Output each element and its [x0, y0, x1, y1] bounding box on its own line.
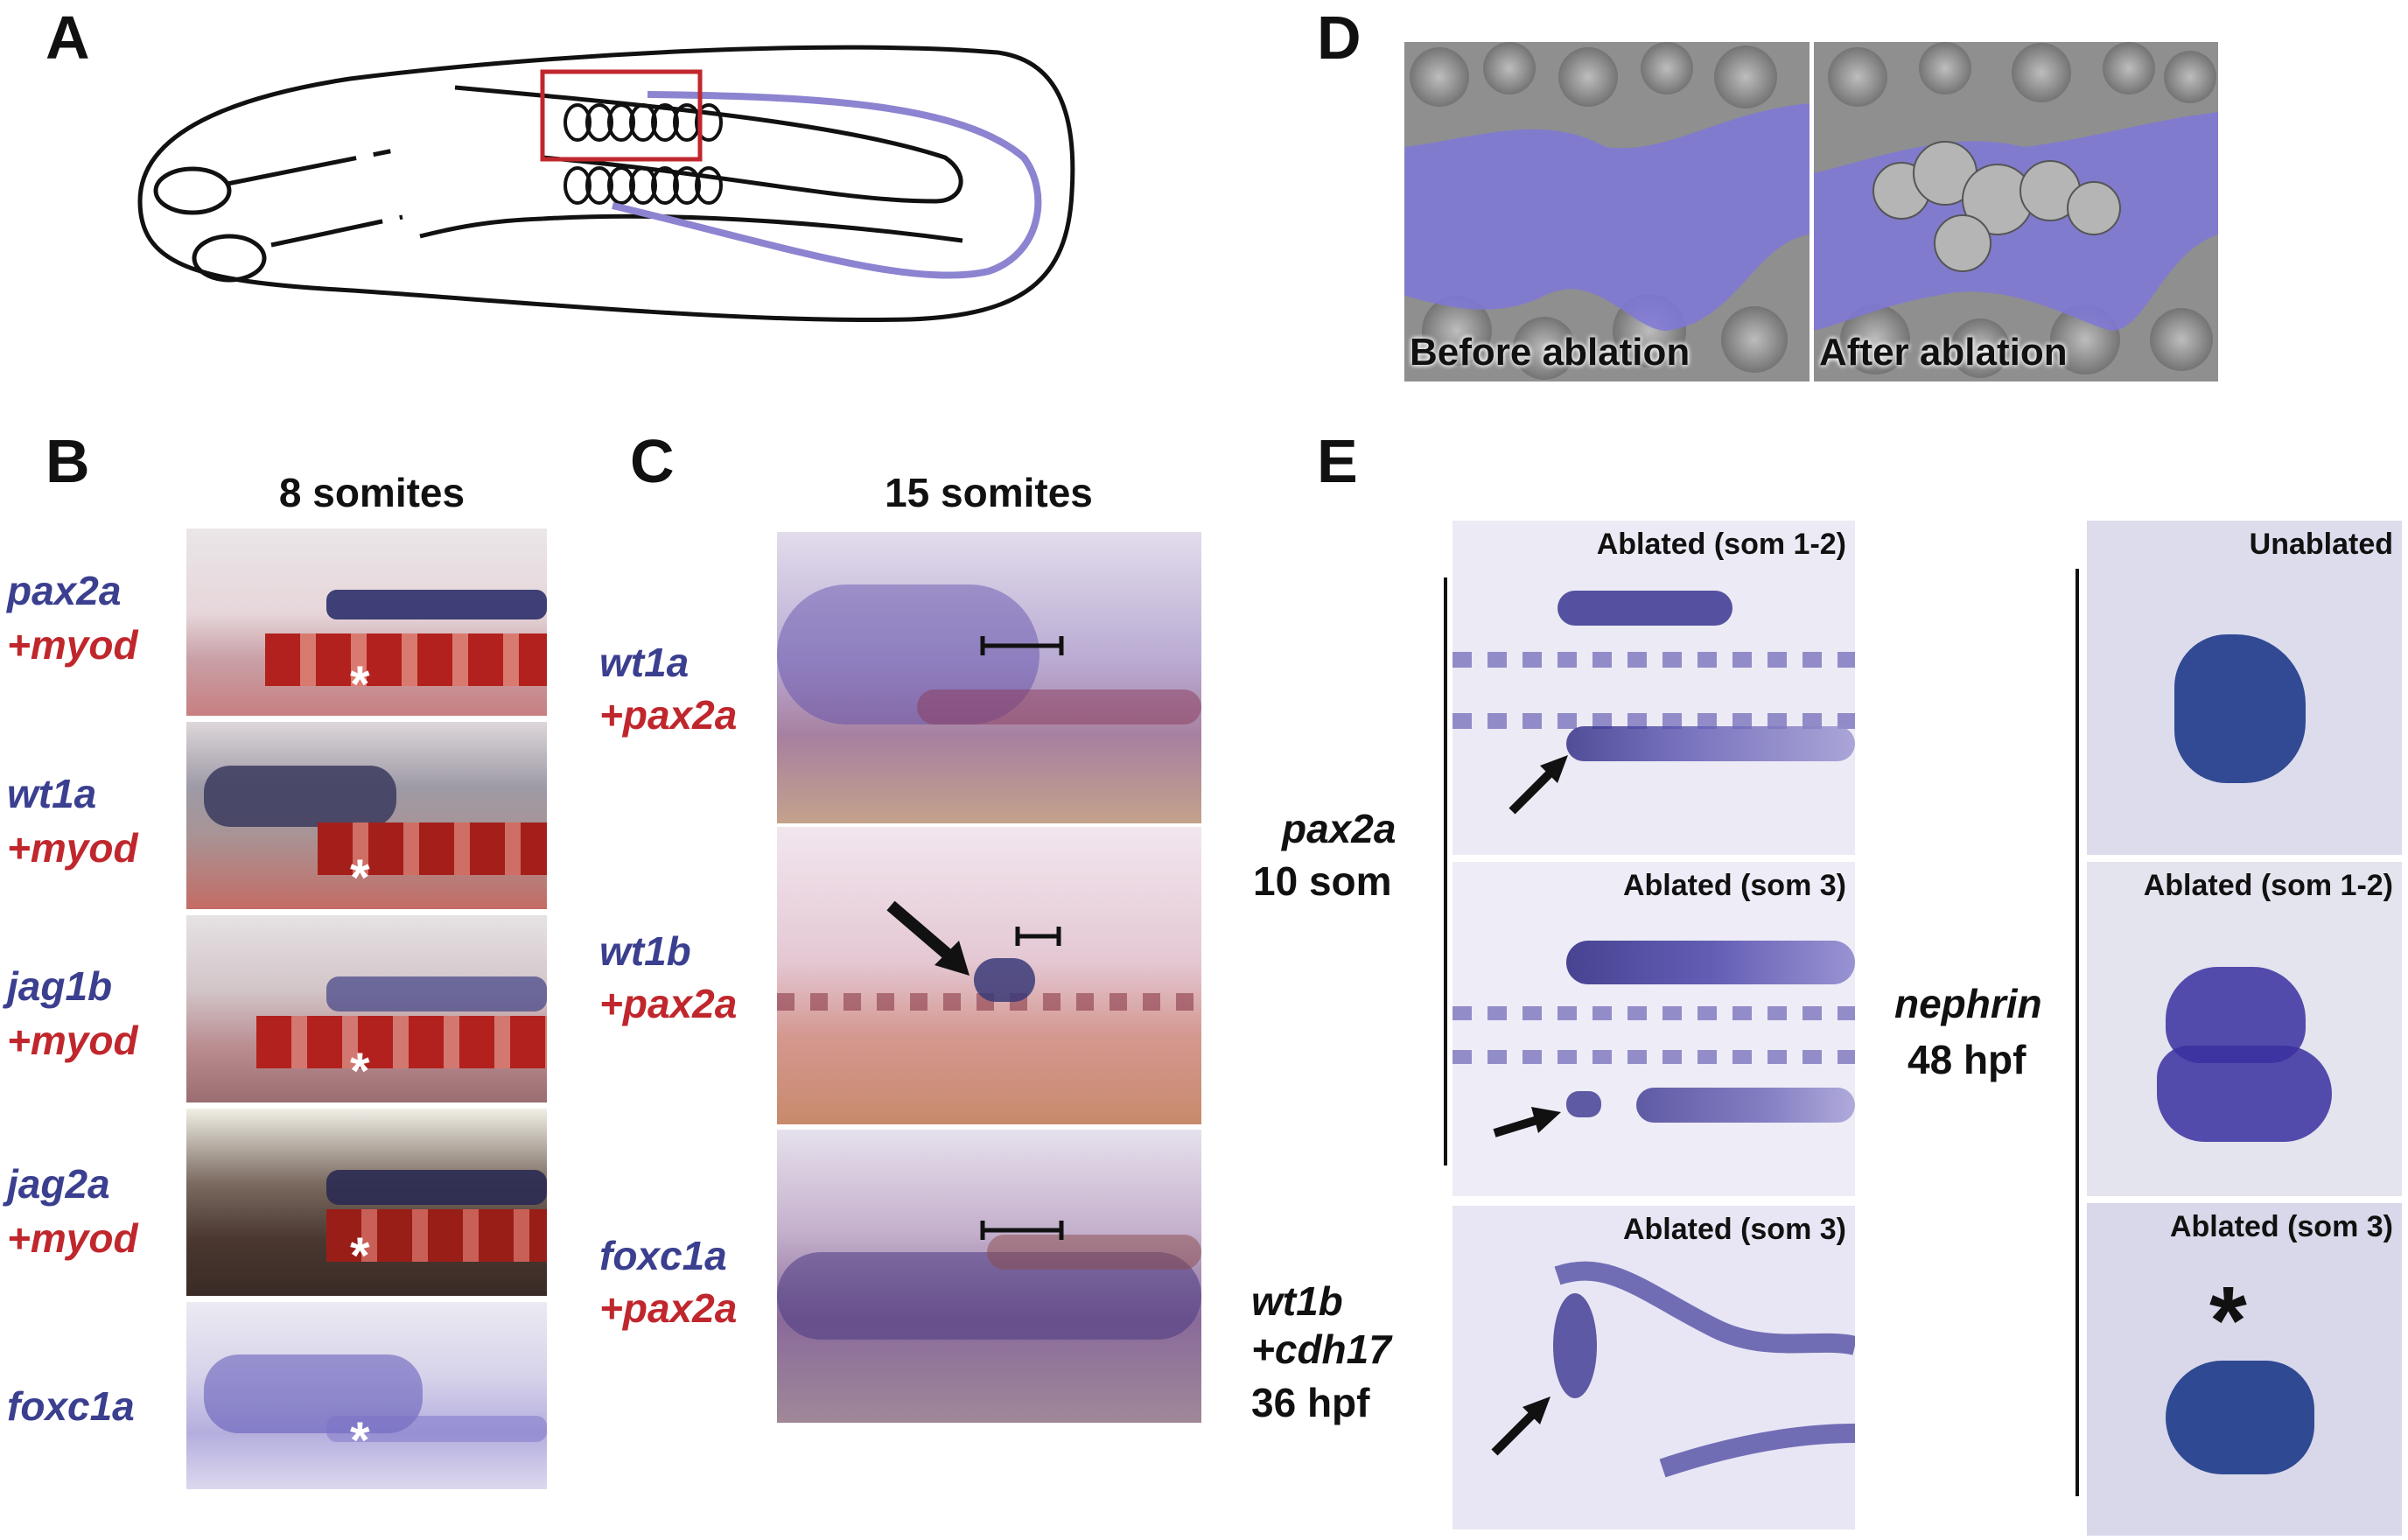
- gene-label: jag2a: [7, 1161, 110, 1207]
- image-e-nephrin-ablated-1-2: Ablated (som 1-2): [2087, 862, 2402, 1196]
- region-box: [540, 69, 703, 162]
- arrow-icon: [1508, 755, 1568, 815]
- asterisk-marker: *: [350, 1228, 370, 1284]
- gene-label: jag1b: [7, 963, 113, 1009]
- condition-label: Ablated (som 3): [1622, 1213, 1846, 1246]
- panel-label-b: B: [46, 427, 90, 495]
- image-e-pax2a-ablated-1-2: Ablated (som 1-2): [1452, 521, 1855, 855]
- scale-bar: [980, 636, 1064, 655]
- image-b-foxc1a: *: [186, 1302, 547, 1489]
- after-ablation-label: After ablation: [1819, 331, 2068, 374]
- gene-label: +pax2a: [599, 1285, 738, 1331]
- image-before-ablation: Before ablation: [1404, 42, 1810, 382]
- image-b-wt1a: *: [186, 722, 547, 909]
- arrow-icon: [1491, 1396, 1550, 1456]
- condition-label: Ablated (som 3): [1622, 869, 1846, 902]
- bracket-line: [1444, 578, 1447, 1166]
- image-b-pax2a: *: [186, 528, 547, 716]
- scale-bar: [980, 1221, 1064, 1240]
- stage-label-c: 15 somites: [885, 470, 1093, 515]
- panel-label-e: E: [1317, 427, 1358, 495]
- gene-label: +cdh17: [1251, 1326, 1391, 1372]
- panel-label-d: D: [1317, 4, 1362, 72]
- stage-label: 36 hpf: [1251, 1380, 1370, 1425]
- somites-lower: [564, 166, 723, 205]
- bracket-line: [2076, 569, 2079, 1496]
- panel-label-a: A: [46, 4, 90, 72]
- eye-shape: [153, 166, 232, 215]
- gene-label: pax2a: [1282, 806, 1396, 851]
- pronephric-tube: [612, 91, 1042, 279]
- gene-label: nephrin: [1894, 981, 2042, 1026]
- gene-label: +myod: [7, 1018, 138, 1063]
- gene-label: wt1b: [599, 928, 691, 974]
- gene-label: foxc1a: [599, 1233, 727, 1278]
- gene-label: +pax2a: [599, 981, 738, 1026]
- panel-label-c: C: [630, 427, 675, 495]
- image-e-pax2a-ablated-3: Ablated (som 3): [1452, 862, 1855, 1196]
- stage-label: 10 som: [1253, 858, 1392, 904]
- image-b-jag1b: *: [186, 915, 547, 1102]
- stage-label: 48 hpf: [1908, 1037, 2026, 1082]
- image-c-wt1b: [777, 827, 1201, 1124]
- gene-label: +myod: [7, 1215, 138, 1261]
- condition-label: Ablated (som 1-2): [1596, 528, 1846, 561]
- asterisk-marker: *: [350, 1043, 370, 1100]
- condition-label: Ablated (som 3): [2169, 1210, 2393, 1243]
- image-c-wt1a: [777, 532, 1201, 823]
- asterisk-marker: *: [350, 850, 370, 906]
- stage-label-b: 8 somites: [278, 470, 466, 515]
- image-after-ablation: After ablation: [1814, 42, 2218, 382]
- condition-label: Unablated: [2249, 528, 2393, 561]
- gene-label: +myod: [7, 622, 138, 668]
- somites-upper: [564, 103, 723, 142]
- asterisk-marker: *: [2209, 1267, 2247, 1375]
- gene-label: pax2a: [7, 568, 122, 613]
- gene-label: +pax2a: [599, 692, 738, 738]
- image-e-nephrin-unablated: Unablated: [2087, 521, 2402, 855]
- gene-label: wt1a: [7, 771, 97, 816]
- asterisk-marker: *: [350, 1412, 370, 1469]
- arrow-icon: [1493, 1107, 1561, 1138]
- arrow-icon: [886, 900, 970, 976]
- gene-label: +myod: [7, 825, 138, 871]
- gene-label: wt1a: [599, 640, 690, 685]
- eye-shape: [192, 234, 267, 283]
- scale-bar: [1015, 927, 1061, 946]
- gene-label: foxc1a: [7, 1383, 135, 1429]
- condition-label: Ablated (som 1-2): [2143, 869, 2393, 902]
- asterisk-marker: *: [350, 656, 370, 713]
- before-ablation-label: Before ablation: [1410, 331, 1690, 374]
- image-c-foxc1a: [777, 1130, 1201, 1423]
- embryo-schematic: [137, 45, 1075, 323]
- gene-label: wt1b: [1251, 1278, 1343, 1324]
- image-b-jag2a: *: [186, 1109, 547, 1296]
- image-e-nephrin-ablated-3: * Ablated (som 3): [2087, 1203, 2402, 1536]
- image-e-wt1b-ablated-3: Ablated (som 3): [1452, 1206, 1855, 1530]
